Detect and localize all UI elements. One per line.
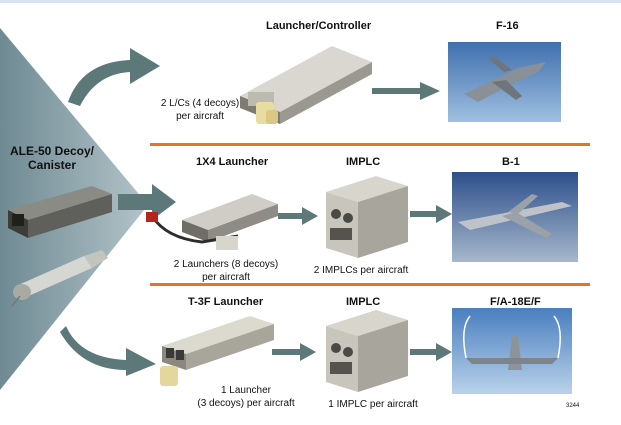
lc-note-line1: 2 L/Cs (4 decoys) bbox=[160, 98, 240, 109]
arrow-implc-to-b1 bbox=[410, 205, 452, 223]
row-divider-1 bbox=[150, 143, 590, 146]
launcher-controller-image bbox=[240, 46, 372, 124]
ale50-canister-image bbox=[8, 186, 112, 238]
f16-photo bbox=[448, 42, 561, 122]
implc-image-b1 bbox=[326, 176, 408, 258]
implc-heading-row3: IMPLC bbox=[346, 296, 381, 308]
ale50-title-line1: ALE-50 Decoy/ bbox=[9, 144, 95, 158]
top-border bbox=[0, 0, 621, 3]
b1-photo bbox=[452, 172, 578, 262]
arrow-implc-to-fa18 bbox=[410, 343, 452, 361]
1x4-launcher-image bbox=[146, 194, 278, 250]
t3f-note-line2: (3 decoys) per aircraft bbox=[197, 398, 295, 409]
t3f-launcher-image bbox=[160, 316, 274, 386]
ale50-decoy-image bbox=[11, 250, 108, 307]
arrow-lc-to-f16 bbox=[372, 82, 440, 100]
lc-note: 2 L/Cs (4 decoys) per aircraft bbox=[152, 97, 248, 123]
arrow-to-t3f-launcher bbox=[60, 326, 156, 376]
implc-image-fa18 bbox=[326, 310, 408, 392]
t3f-note-line1: 1 Launcher bbox=[220, 385, 272, 396]
figure-number: 3244 bbox=[566, 403, 580, 409]
ale50-decoy-canister-label: ALE-50 Decoy/ Canister bbox=[4, 144, 100, 172]
arrow-to-launcher-controller bbox=[68, 48, 160, 106]
fa18ef-photo bbox=[452, 308, 572, 394]
b1-heading: B-1 bbox=[502, 156, 520, 168]
arrow-to-1x4-launcher bbox=[118, 184, 176, 220]
implc-note-row3: 1 IMPLC per aircraft bbox=[328, 399, 418, 410]
implc-note-row2: 2 IMPLCs per aircraft bbox=[313, 265, 409, 276]
lc-note-line2: per aircraft bbox=[176, 111, 224, 122]
t3f-note: 1 Launcher (3 decoys) per aircraft bbox=[176, 384, 316, 410]
arrow-t3f-to-implc bbox=[272, 343, 316, 361]
row-divider-2 bbox=[150, 283, 590, 286]
fa18ef-heading: F/A-18E/F bbox=[490, 296, 541, 308]
arrow-1x4-to-implc bbox=[278, 207, 318, 225]
f16-heading: F-16 bbox=[496, 20, 519, 32]
t3f-launcher-heading: T-3F Launcher bbox=[188, 296, 264, 308]
1x4-note-line2: per aircraft bbox=[202, 272, 250, 283]
1x4-note: 2 Launchers (8 decoys) per aircraft bbox=[166, 258, 286, 284]
1x4-note-line1: 2 Launchers (8 decoys) bbox=[173, 259, 279, 270]
implc-heading-row2: IMPLC bbox=[346, 156, 381, 168]
1x4-launcher-heading: 1X4 Launcher bbox=[196, 156, 269, 168]
ale50-title-line2: Canister bbox=[27, 158, 77, 172]
launcher-controller-heading: Launcher/Controller bbox=[266, 20, 372, 32]
